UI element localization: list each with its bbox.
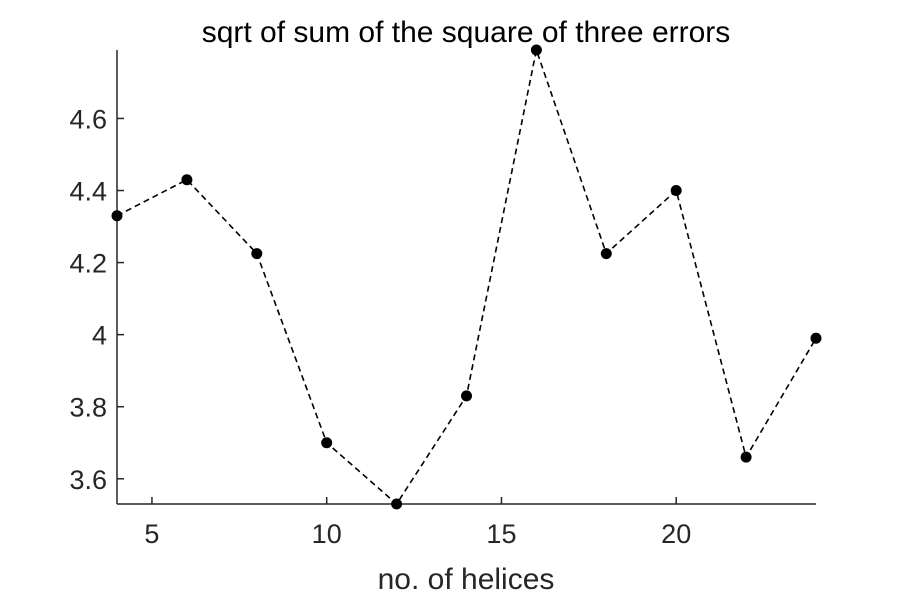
data-point	[670, 185, 682, 197]
x-tick-label: 20	[661, 519, 691, 549]
data-point	[810, 332, 822, 344]
x-axis-label: no. of helices	[378, 563, 555, 596]
x-tick-label: 10	[312, 519, 342, 549]
chart-title: sqrt of sum of the square of three error…	[202, 16, 731, 49]
data-point	[530, 44, 542, 56]
y-tick-label: 4.4	[69, 177, 107, 207]
y-tick-label: 4.6	[69, 104, 107, 134]
y-tick-label: 4	[92, 321, 107, 351]
data-point	[600, 248, 612, 260]
data-point	[740, 451, 752, 463]
y-tick-label: 3.8	[69, 393, 107, 423]
x-tick-label: 15	[486, 519, 516, 549]
data-point	[181, 174, 193, 186]
x-tick-label: 5	[144, 519, 159, 549]
plot-area: 5 10 15 20 3.6 3.8 4 4.2 4.4 4.6	[69, 44, 822, 549]
data-point	[251, 248, 263, 260]
y-tick-label: 4.2	[69, 249, 107, 279]
data-point	[321, 437, 333, 449]
data-point	[461, 390, 472, 402]
data-point	[111, 210, 123, 222]
data-point	[391, 498, 403, 510]
series-line	[116, 46, 817, 506]
y-tick-label: 3.6	[69, 465, 107, 495]
